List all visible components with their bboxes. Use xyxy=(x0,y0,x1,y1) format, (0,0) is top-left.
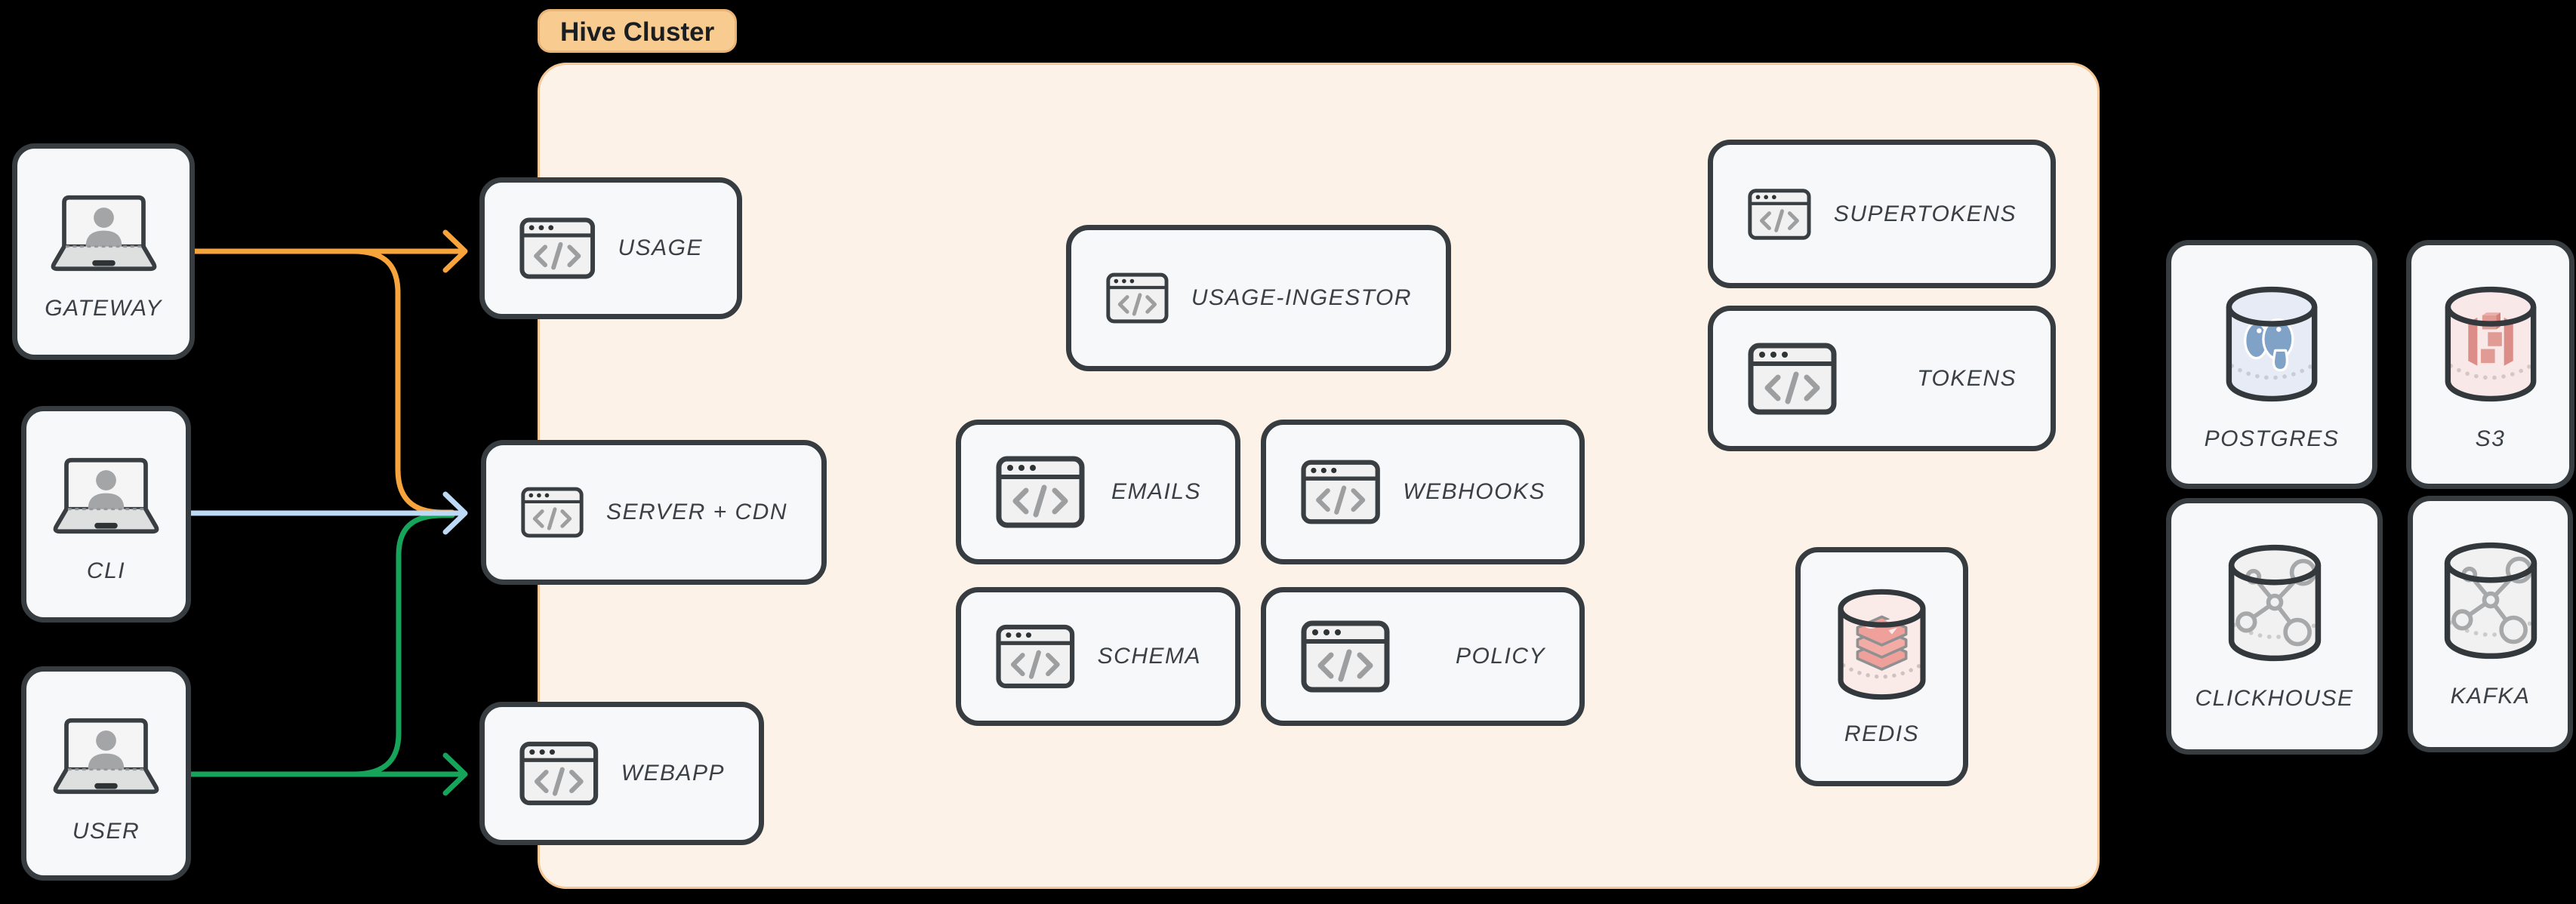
node-kafka: KAFKA xyxy=(2408,496,2573,752)
edge-user-server-cdn xyxy=(350,512,455,777)
node-s3-label: S3 xyxy=(2475,426,2506,451)
code-window-icon xyxy=(1301,620,1390,693)
postgres-database-icon xyxy=(2226,286,2318,402)
service-usage-ingestor-label: USAGE-INGESTOR xyxy=(1191,285,1412,310)
service-usage-label: USAGE xyxy=(618,235,703,260)
laptop-user-icon xyxy=(48,457,164,536)
arrowhead-server-cdn xyxy=(442,491,468,535)
node-gateway: GATEWAY xyxy=(12,143,195,360)
code-window-icon xyxy=(1106,262,1169,334)
service-schema: SCHEMA xyxy=(956,587,1240,726)
service-emails: EMAILS xyxy=(956,420,1240,564)
service-policy-label: POLICY xyxy=(1455,644,1545,669)
edge-gateway-server-cdn xyxy=(350,248,455,515)
node-postgres: POSTGRES xyxy=(2166,240,2377,489)
service-server-cdn-label: SERVER + CDN xyxy=(605,500,787,524)
node-cli: CLI xyxy=(21,406,191,623)
node-cli-label: CLI xyxy=(86,558,126,583)
graph-database-icon xyxy=(2228,544,2321,662)
code-window-icon xyxy=(519,737,599,810)
code-window-icon xyxy=(521,476,584,549)
code-window-icon xyxy=(1748,343,1837,415)
node-clickhouse-label: CLICKHOUSE xyxy=(2195,686,2354,711)
service-tokens-label: TOKENS xyxy=(1917,365,2017,391)
arrowhead-usage xyxy=(442,229,468,273)
node-redis: REDIS xyxy=(1795,547,1968,786)
node-kafka-label: KAFKA xyxy=(2450,684,2531,709)
redis-database-icon xyxy=(1838,589,1926,700)
service-supertokens: SUPERTOKENS xyxy=(1708,140,2056,288)
node-user-label: USER xyxy=(72,819,140,844)
node-clickhouse: CLICKHOUSE xyxy=(2166,498,2383,755)
service-webhooks: WEBHOOKS xyxy=(1261,420,1585,564)
code-window-icon xyxy=(519,212,595,284)
graph-database-icon xyxy=(2444,542,2537,660)
service-policy: POLICY xyxy=(1261,587,1585,726)
node-s3: S3 xyxy=(2406,240,2574,489)
service-webapp-label: WEBAPP xyxy=(621,761,725,786)
s3-database-icon xyxy=(2445,286,2536,402)
laptop-user-icon xyxy=(48,717,164,796)
service-webhooks-label: WEBHOOKS xyxy=(1403,479,1545,504)
service-supertokens-label: SUPERTOKENS xyxy=(1833,201,2017,226)
node-redis-label: REDIS xyxy=(1844,721,1920,746)
service-webapp: WEBAPP xyxy=(479,702,764,845)
service-usage: USAGE xyxy=(479,177,742,319)
code-window-icon xyxy=(996,456,1085,528)
laptop-user-icon xyxy=(46,194,162,273)
code-window-icon xyxy=(996,620,1075,693)
hive-cluster-label: Hive Cluster xyxy=(560,17,715,47)
hive-cluster-badge: Hive Cluster xyxy=(538,9,738,53)
arrowhead-webapp xyxy=(442,752,468,796)
node-postgres-label: POSTGRES xyxy=(2204,426,2340,451)
code-window-icon xyxy=(1301,456,1380,528)
service-server-cdn: SERVER + CDN xyxy=(481,440,827,585)
node-user: USER xyxy=(21,666,191,881)
service-emails-label: EMAILS xyxy=(1111,479,1201,504)
service-schema-label: SCHEMA xyxy=(1097,644,1201,669)
service-usage-ingestor: USAGE-INGESTOR xyxy=(1066,225,1451,371)
code-window-icon xyxy=(1748,178,1811,251)
service-tokens: TOKENS xyxy=(1708,306,2056,451)
node-gateway-label: GATEWAY xyxy=(45,296,162,321)
